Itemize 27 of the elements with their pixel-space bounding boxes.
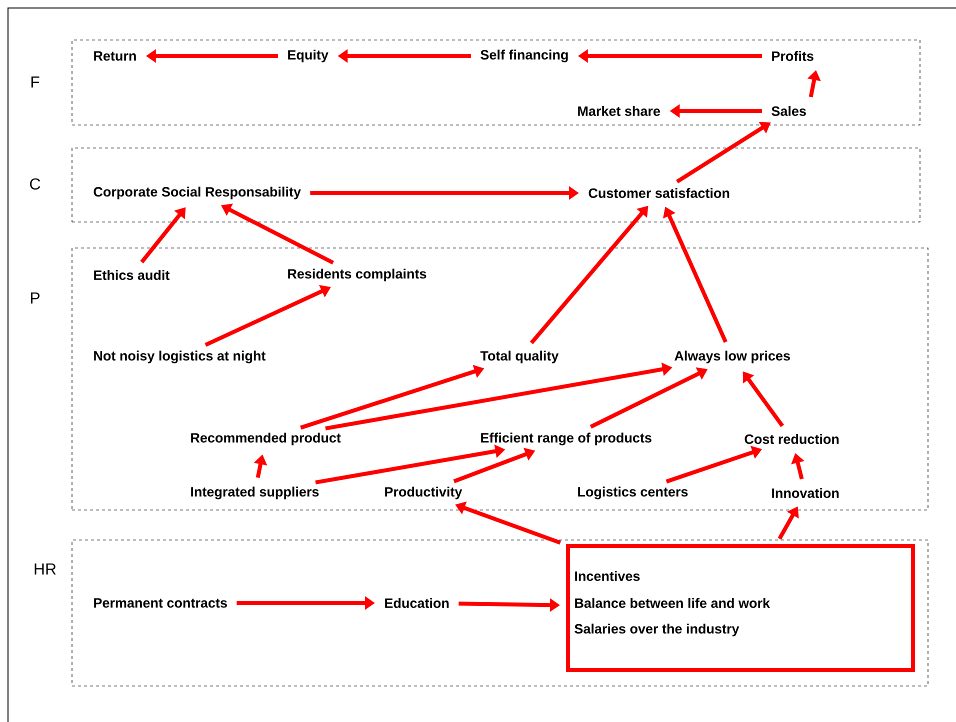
highlight-box: Incentives Balance between life and work Salaries over the industry [566, 544, 915, 672]
node-label: C [30, 178, 40, 190]
node-label: F [31, 76, 40, 88]
node-label: Market share [578, 106, 660, 116]
node-label: Always low prices [674, 350, 790, 364]
node-label: Corporate Social Responsability [94, 186, 301, 200]
node-label: Logistics centers [578, 486, 688, 500]
node-label: Innovation [772, 488, 839, 498]
node-label: Permanent contracts [94, 598, 227, 608]
node-label: Return [94, 51, 136, 61]
node-label: Efficient range of products [481, 432, 652, 446]
node-label: Integrated suppliers [191, 486, 319, 500]
node-label: Ethics audit [94, 270, 170, 280]
node-label: Sales [772, 106, 806, 116]
node-label: Education [385, 598, 449, 608]
node-label: Residents complaints [288, 268, 426, 282]
node-label: Profits [772, 51, 814, 61]
node-label: Productivity [385, 486, 462, 500]
node-label: HR [34, 563, 56, 574]
node-label: Customer satisfaction [588, 188, 730, 198]
node-label: Cost reduction [744, 434, 839, 444]
node-label: P [30, 292, 40, 304]
node-label: Self financing [480, 50, 568, 62]
node-label: Total quality [480, 350, 559, 364]
node-label: Recommended product [191, 432, 341, 446]
node-label: Equity [288, 50, 328, 62]
node-label: Not noisy logistics at night [94, 350, 266, 364]
